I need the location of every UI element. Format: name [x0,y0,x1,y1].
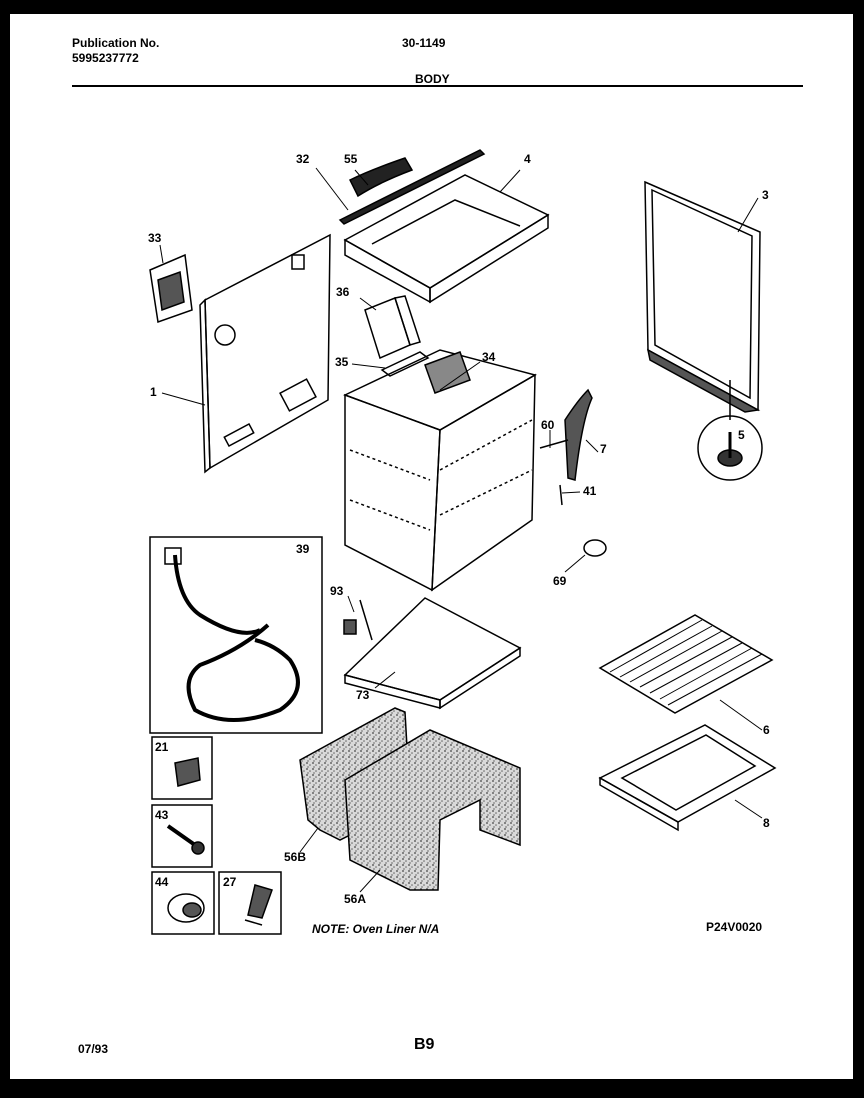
callout-69: 69 [553,574,567,588]
leader-lines [159,167,763,893]
part-27-box [218,871,282,935]
part-35-plate [380,351,430,377]
part-7-hinge [564,388,593,481]
part-32-strip [338,149,486,225]
callout-1: 1 [150,385,157,399]
callout-56b: 56B [284,850,307,864]
publication-number: 5995237772 [72,51,139,65]
part-93-valve [343,599,373,641]
part-4-top-tray [343,174,550,304]
callout-34: 34 [482,350,496,364]
callout-60: 60 [541,418,555,432]
part-33-bracket [149,253,193,324]
callout-4: 4 [524,152,531,166]
callout-56a: 56A [344,892,367,906]
section-title: BODY [415,72,450,86]
oven-body-frame [343,349,537,592]
part-36-duct [364,295,421,360]
page-number: B9 [414,1036,435,1053]
callout-5: 5 [738,428,745,442]
callout-41: 41 [583,484,597,498]
callout-27: 27 [223,875,237,889]
part-55-clip [348,157,414,198]
part-21-box [151,736,213,800]
part-41-screw [559,484,563,506]
part-1-back-panel [199,233,331,474]
part-44-box [151,871,215,935]
part-39-cord-box [149,536,323,734]
callout-3: 3 [762,188,769,202]
part-56a-insulation [344,729,521,891]
callout-7: 7 [600,442,607,456]
part-8-broiler-pan [598,724,777,832]
callout-36: 36 [336,285,350,299]
callout-6: 6 [763,723,770,737]
part-6-oven-rack [598,614,774,714]
oven-liner-note: NOTE: Oven Liner N/A [312,922,440,936]
callout-39: 39 [296,542,310,556]
footer-date: 07/93 [78,1042,109,1056]
callout-43: 43 [155,808,169,822]
part-43-box [151,804,213,868]
callout-55: 55 [344,152,358,166]
callout-93: 93 [330,584,344,598]
publication-label: Publication No. [72,36,160,50]
part-5-detail-circle [697,380,763,481]
callout-33: 33 [148,231,162,245]
figure-id: P24V0020 [706,920,763,934]
callout-44: 44 [155,875,169,889]
model-code: 30-1149 [402,36,446,50]
part-60-pin [539,439,569,449]
callout-73: 73 [356,688,370,702]
callout-35: 35 [335,355,349,369]
part-73-bottom-panel [343,597,522,710]
callout-32: 32 [296,152,310,166]
part-69-button [583,539,607,557]
callout-21: 21 [155,740,169,754]
callout-8: 8 [763,816,770,830]
